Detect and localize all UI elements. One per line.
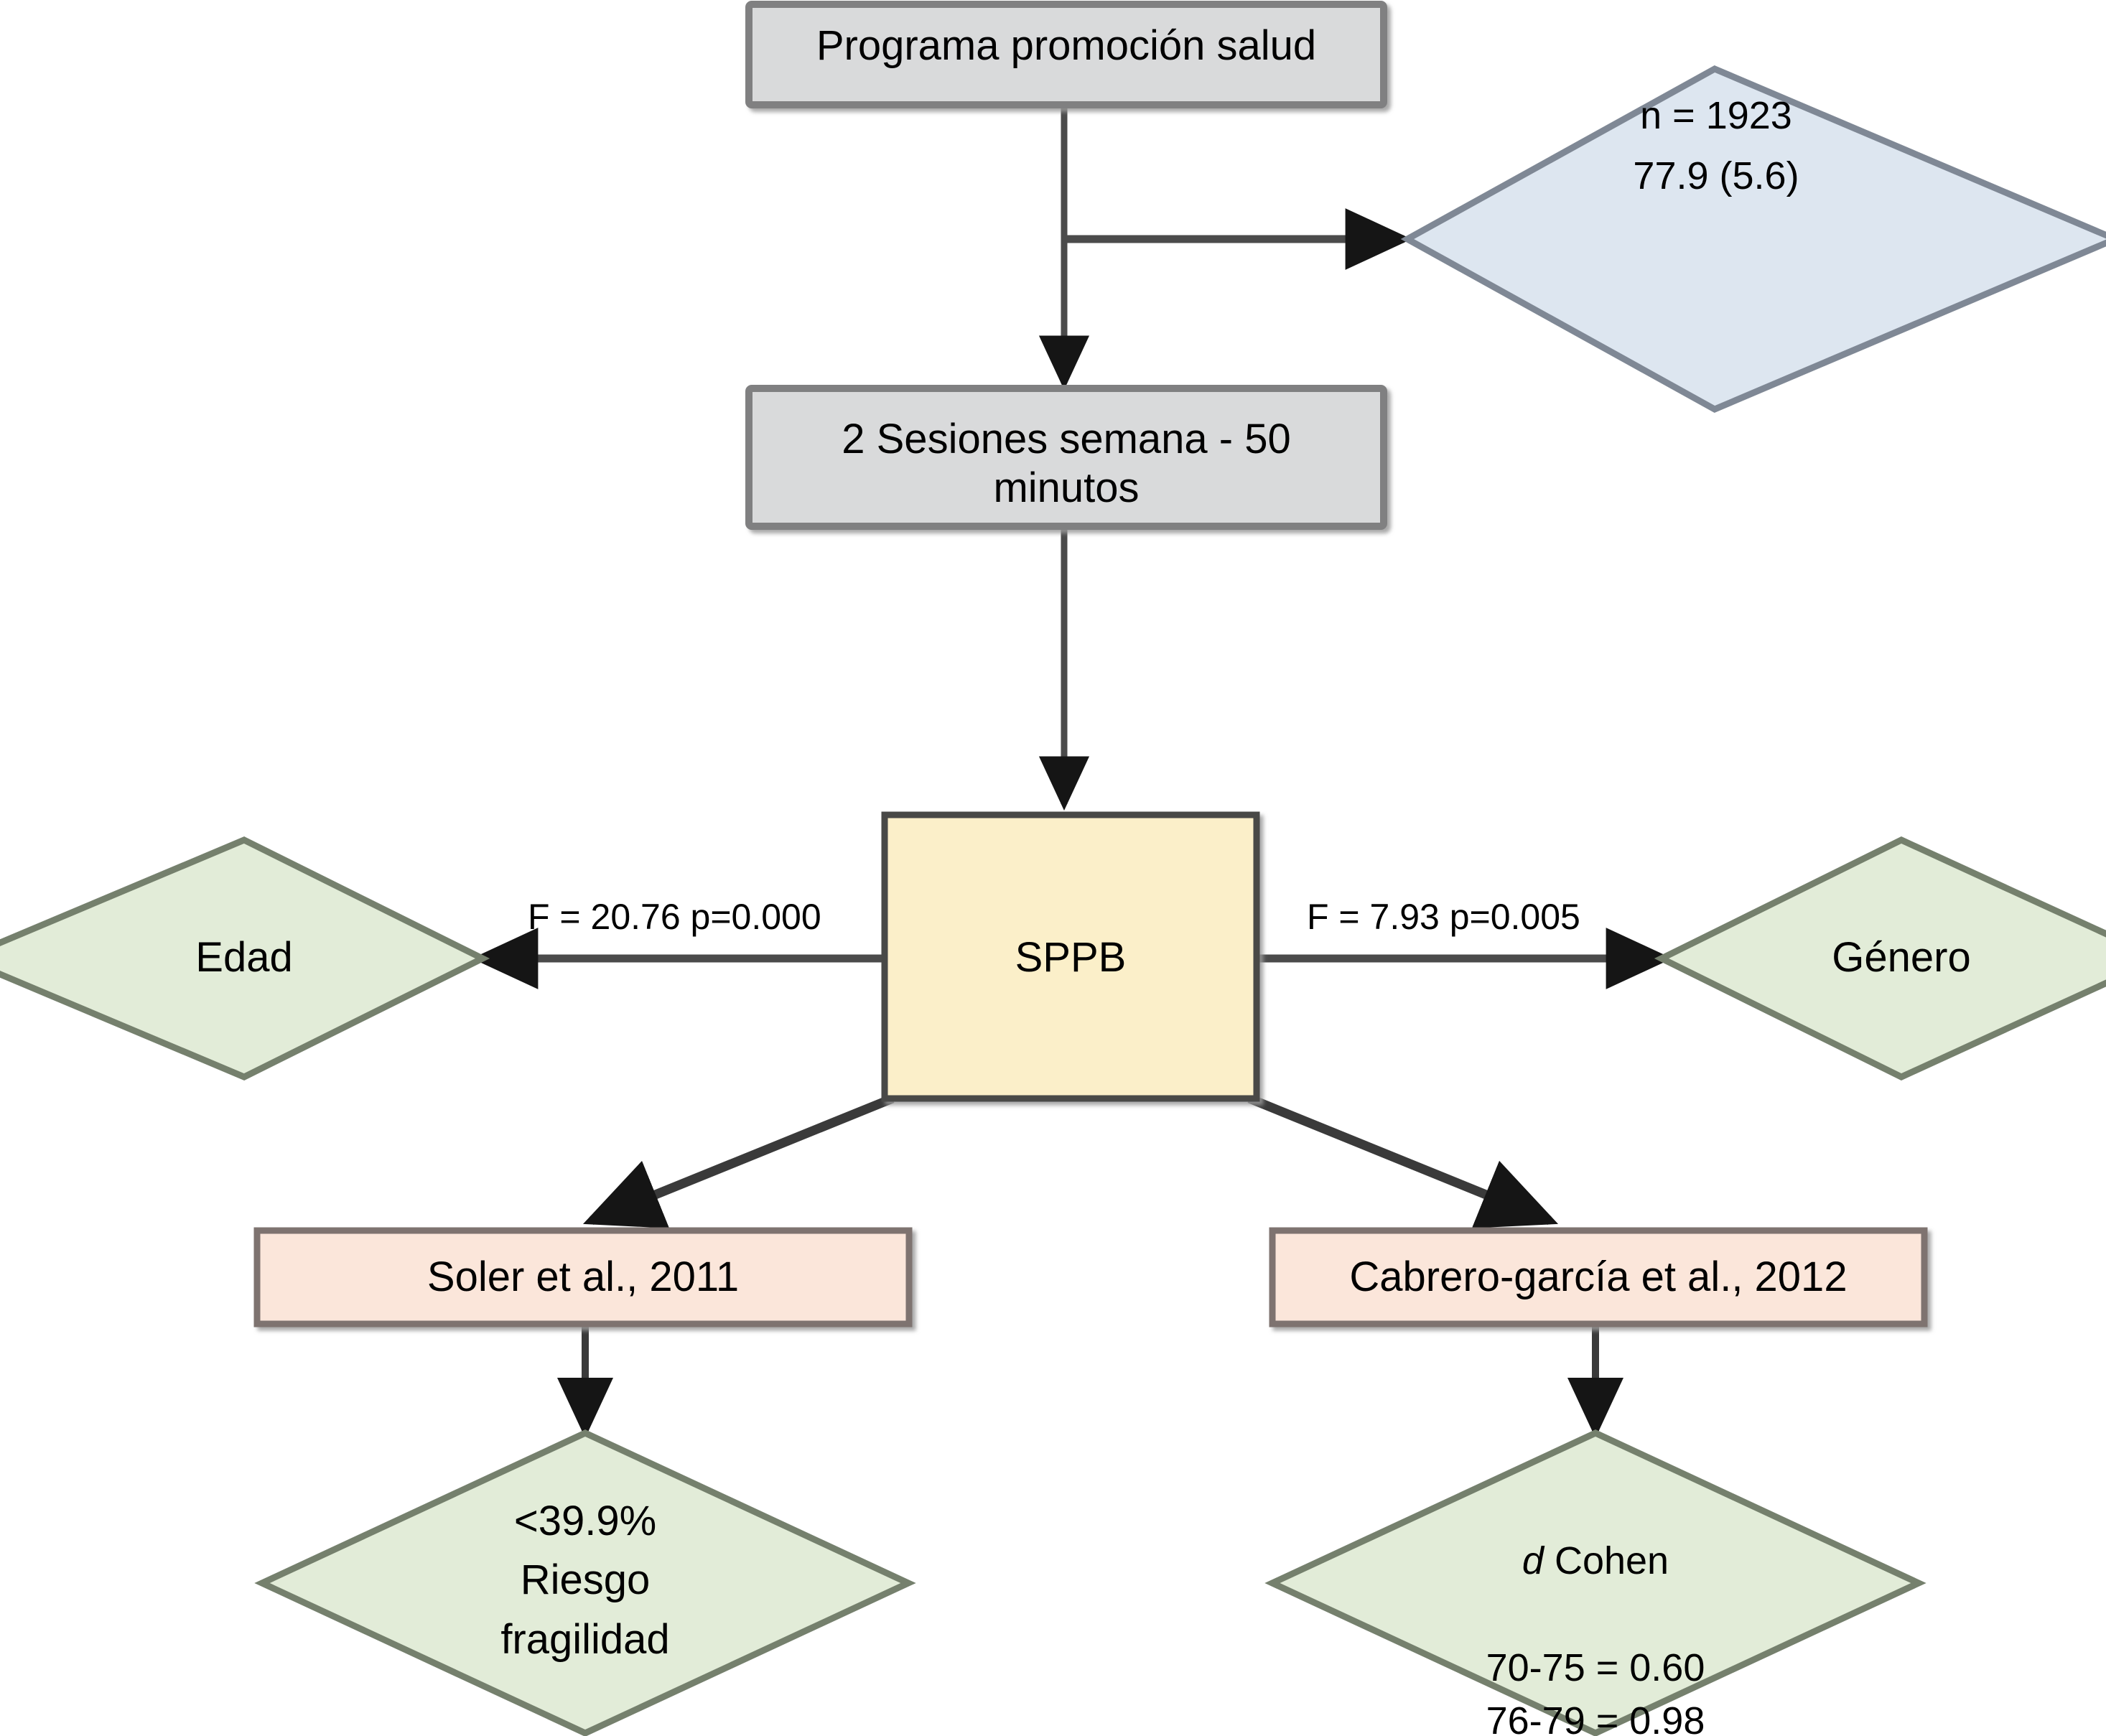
node-programa-shape[interactable] [745, 1, 1387, 108]
edge-sppb-to-soler [582, 1093, 895, 1228]
node-fragilidad-shape[interactable] [254, 1429, 916, 1736]
node-sppb-shape[interactable] [881, 811, 1260, 1102]
edges-group [472, 105, 1672, 1438]
node-cabrero-shape[interactable] [1269, 1227, 1928, 1327]
node-sesiones-shape[interactable] [745, 385, 1387, 530]
node-genero-shape[interactable] [1654, 836, 2106, 1081]
node-soler-shape[interactable] [253, 1227, 913, 1327]
node-edad-shape[interactable] [0, 836, 490, 1081]
edge-sppb-to-cabrero [1247, 1093, 1559, 1228]
edge-label-sppb-to-genero: F = 7.93 p=0.005 [1307, 897, 1580, 937]
node-muestra-shape[interactable] [1400, 65, 2106, 413]
edge-label-sppb-to-edad: F = 20.76 p=0.000 [528, 897, 821, 937]
node-cohen-shape[interactable] [1264, 1429, 1926, 1736]
